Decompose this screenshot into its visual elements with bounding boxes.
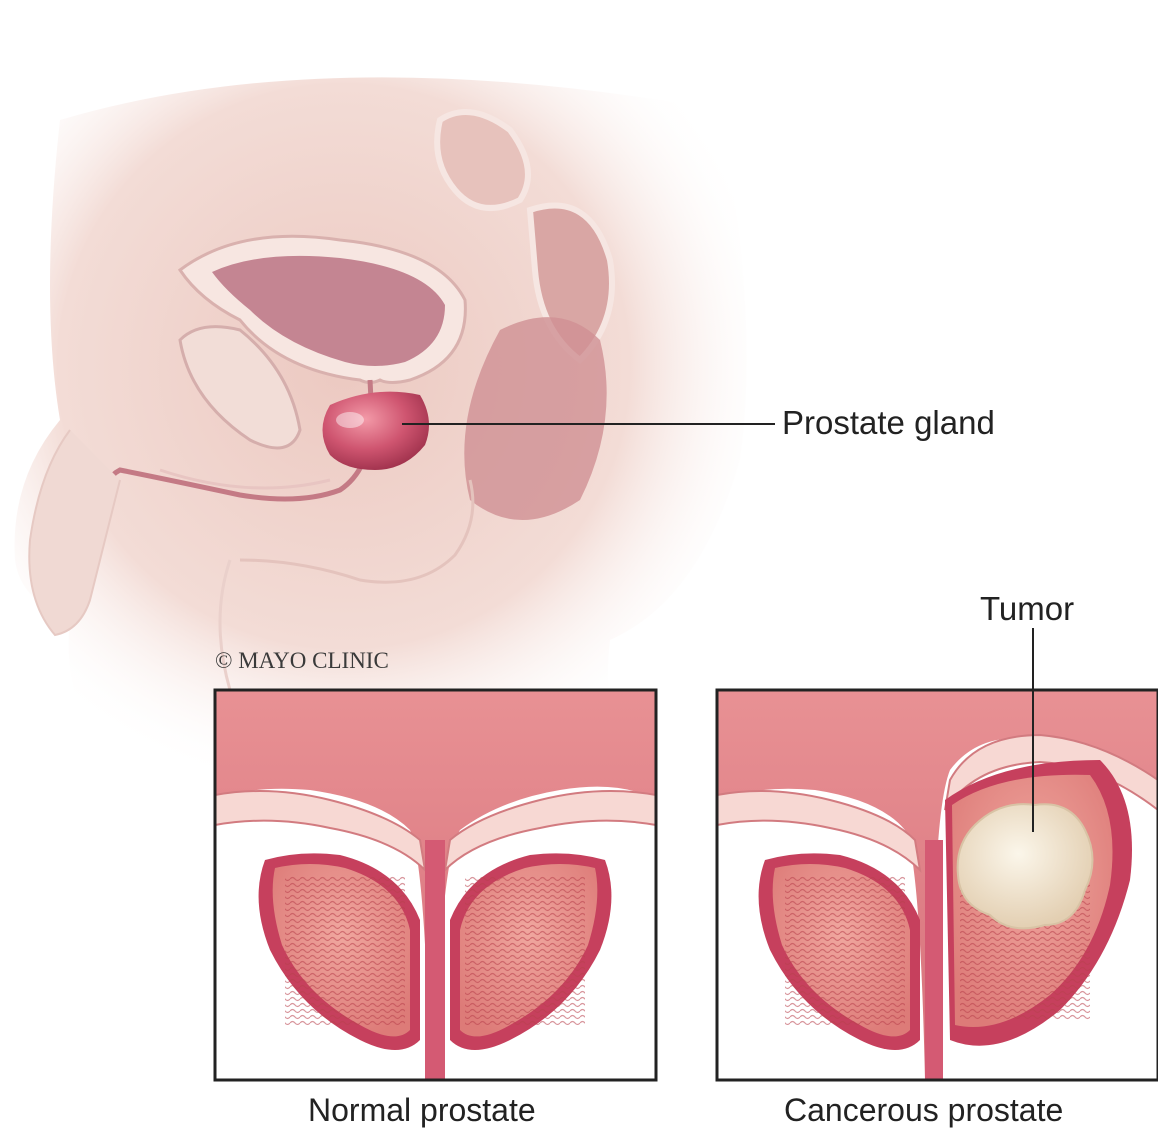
normal-prostate-caption: Normal prostate	[308, 1092, 536, 1129]
normal-prostate-panel	[215, 690, 656, 1080]
prostate-gland-label: Prostate gland	[782, 404, 995, 442]
copyright-notice: © MAYO CLINIC	[215, 648, 389, 674]
tumor-label: Tumor	[980, 590, 1074, 628]
tumor-icon	[958, 804, 1093, 928]
body-silhouette	[0, 0, 1158, 800]
cancerous-prostate-caption: Cancerous prostate	[784, 1092, 1063, 1129]
cancerous-prostate-panel	[717, 690, 1158, 1080]
